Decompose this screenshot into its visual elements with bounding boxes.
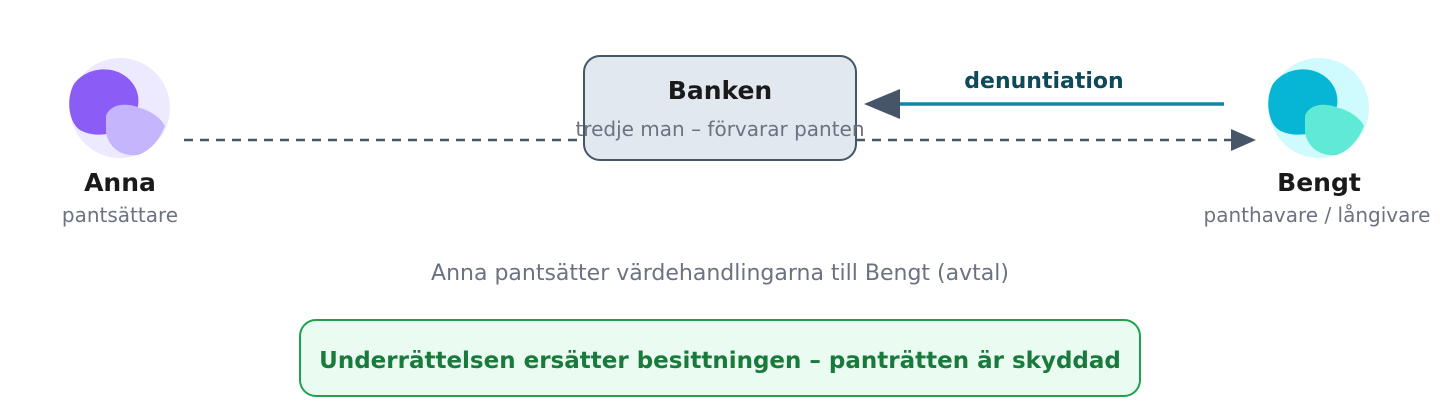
avatar-body: [1305, 104, 1364, 156]
denuntiation-label: denuntiation: [964, 69, 1123, 94]
bengt-node: Bengt panthavare / långivare: [1204, 58, 1431, 227]
note-text: Underrättelsen ersätter besittningen – p…: [319, 348, 1121, 374]
conclusion-note: Underrättelsen ersätter besittningen – p…: [299, 319, 1141, 397]
anna-node: Anna pantsättare: [62, 58, 178, 227]
denuntiation-arrowhead: [864, 89, 900, 119]
agreement-arrowhead: [1231, 129, 1256, 151]
bengt-role: panthavare / långivare: [1204, 203, 1431, 227]
bank-box: [583, 55, 857, 161]
bank-subtitle: tredje man – förvarar panten: [575, 117, 864, 141]
anna-name: Anna: [84, 168, 156, 197]
bengt-name: Bengt: [1277, 168, 1361, 197]
anna-role: pantsättare: [62, 203, 178, 227]
bank-title: Banken: [668, 76, 772, 105]
person-avatar-icon: [1268, 58, 1369, 158]
agreement-caption: Anna pantsätter värdehandlingarna till B…: [431, 261, 1009, 286]
avatar-body: [106, 104, 165, 156]
denuntiation-edge: denuntiation: [864, 69, 1224, 119]
person-avatar-icon: [69, 58, 170, 158]
bank-node: Banken tredje man – förvarar panten: [575, 55, 865, 161]
note-box: [299, 319, 1141, 397]
